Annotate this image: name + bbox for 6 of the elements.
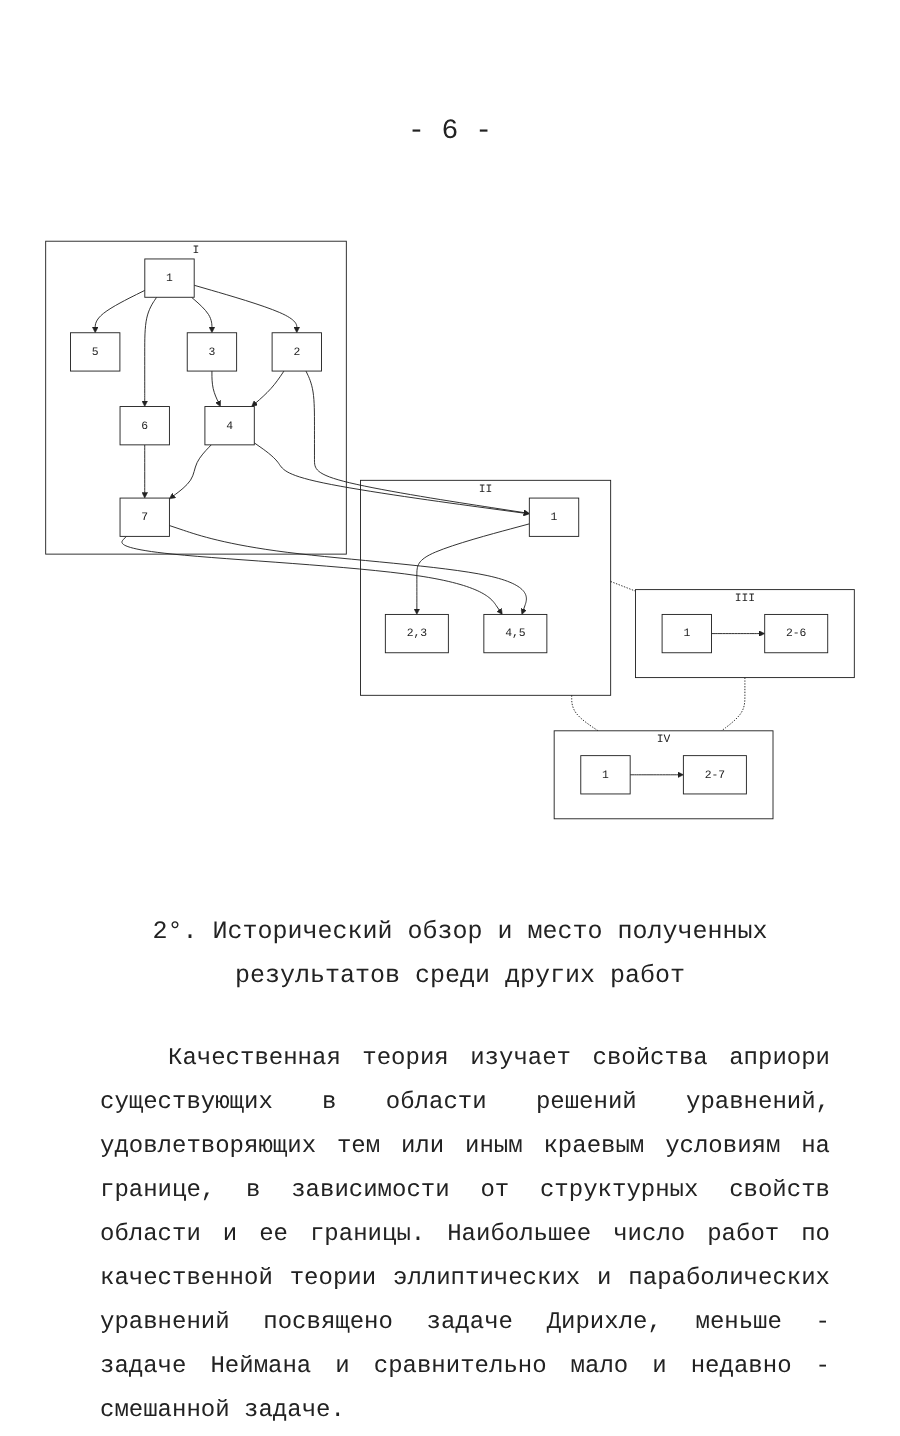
section-heading: 2°. Исторический обзор и место полученных результатов среди других работ xyxy=(150,916,770,994)
paragraph: Качественная теория изучает свойства априори существующих в области решений уравнений, удовлетворяющих тем или иным краевым условиям на границе, в зависимости от структурных свойств области и ее границы. Наибольшее число работ по качественной теории эллиптических и параболических уравнений посвящено задаче Дирихле, меньше - задаче Неймана и сравнительно мало и недавно - смешанной задаче. xyxy=(100,1042,830,1428)
connector xyxy=(610,581,636,592)
page-number: - 6 - xyxy=(405,116,494,148)
connector xyxy=(571,694,599,732)
connector xyxy=(721,677,746,732)
